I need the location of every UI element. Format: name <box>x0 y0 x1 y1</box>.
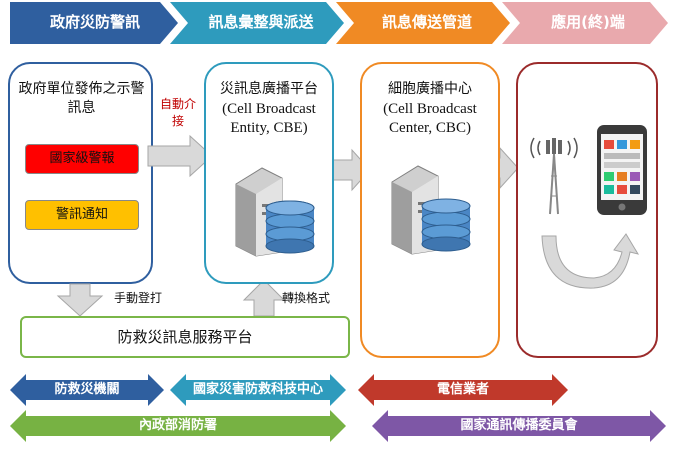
stage-chevron-1 <box>10 2 178 44</box>
header-chevrons <box>10 2 668 44</box>
band-arrow-3 <box>10 410 346 442</box>
platform-box <box>20 316 350 358</box>
cbe-title: 災訊息廣播平台 <box>220 81 318 97</box>
arrow-manual-down <box>56 283 104 317</box>
band-arrow-4 <box>358 374 568 406</box>
cbc-title: 細胞廣播中心 <box>388 81 472 97</box>
platform-label: 防救災訊息服務平台 <box>117 328 253 346</box>
cell-tower-icon <box>530 137 578 215</box>
band-arrow-5 <box>372 410 666 442</box>
alert-notice-badge: 警訊通知 <box>25 200 139 230</box>
curved-return-arrow-icon <box>541 233 640 289</box>
manual-entry-note: 手動登打 <box>114 291 163 305</box>
responsibility-bands <box>10 374 666 442</box>
stage-chevron-4 <box>502 2 668 44</box>
stage-label-2: 訊息彙整與派送 <box>208 13 314 31</box>
cbe-subtitle: (Cell Broadcast Entity, CBE) <box>222 101 316 136</box>
stage-label-4: 應用(終)端 <box>551 13 625 31</box>
cbc-server-database-icon <box>391 165 471 255</box>
smartphone-icon <box>597 125 647 215</box>
stage-chevron-2 <box>170 2 344 44</box>
band-label-1: 防救災機關 <box>54 382 120 397</box>
arrow-convert-up <box>242 279 286 317</box>
national-alert-badge: 國家級警報 <box>25 144 139 174</box>
band-label-3: 內政部消防署 <box>138 418 217 433</box>
stage-chevron-3 <box>336 2 510 44</box>
band-arrow-2 <box>170 374 346 406</box>
arrow-gov-to-cbe <box>147 134 213 178</box>
cbe-server-database-icon <box>235 167 315 257</box>
cbc-subtitle: (Cell Broadcast Center, CBC) <box>383 101 477 136</box>
band-label-5: 國家通訊傳播委員會 <box>460 418 578 433</box>
gov-title: 政府單位發佈之示警訊息 <box>18 81 145 116</box>
auto-link-note: 自動介接 <box>160 97 197 128</box>
stage-label-1: 政府災防警訊 <box>49 13 140 31</box>
band-label-2: 國家災害防救科技中心 <box>192 382 323 397</box>
band-arrow-1 <box>10 374 164 406</box>
band-label-4: 電信業者 <box>436 382 489 397</box>
convert-format-note: 轉換格式 <box>282 291 331 305</box>
stage-label-3: 訊息傳送管道 <box>381 13 472 31</box>
